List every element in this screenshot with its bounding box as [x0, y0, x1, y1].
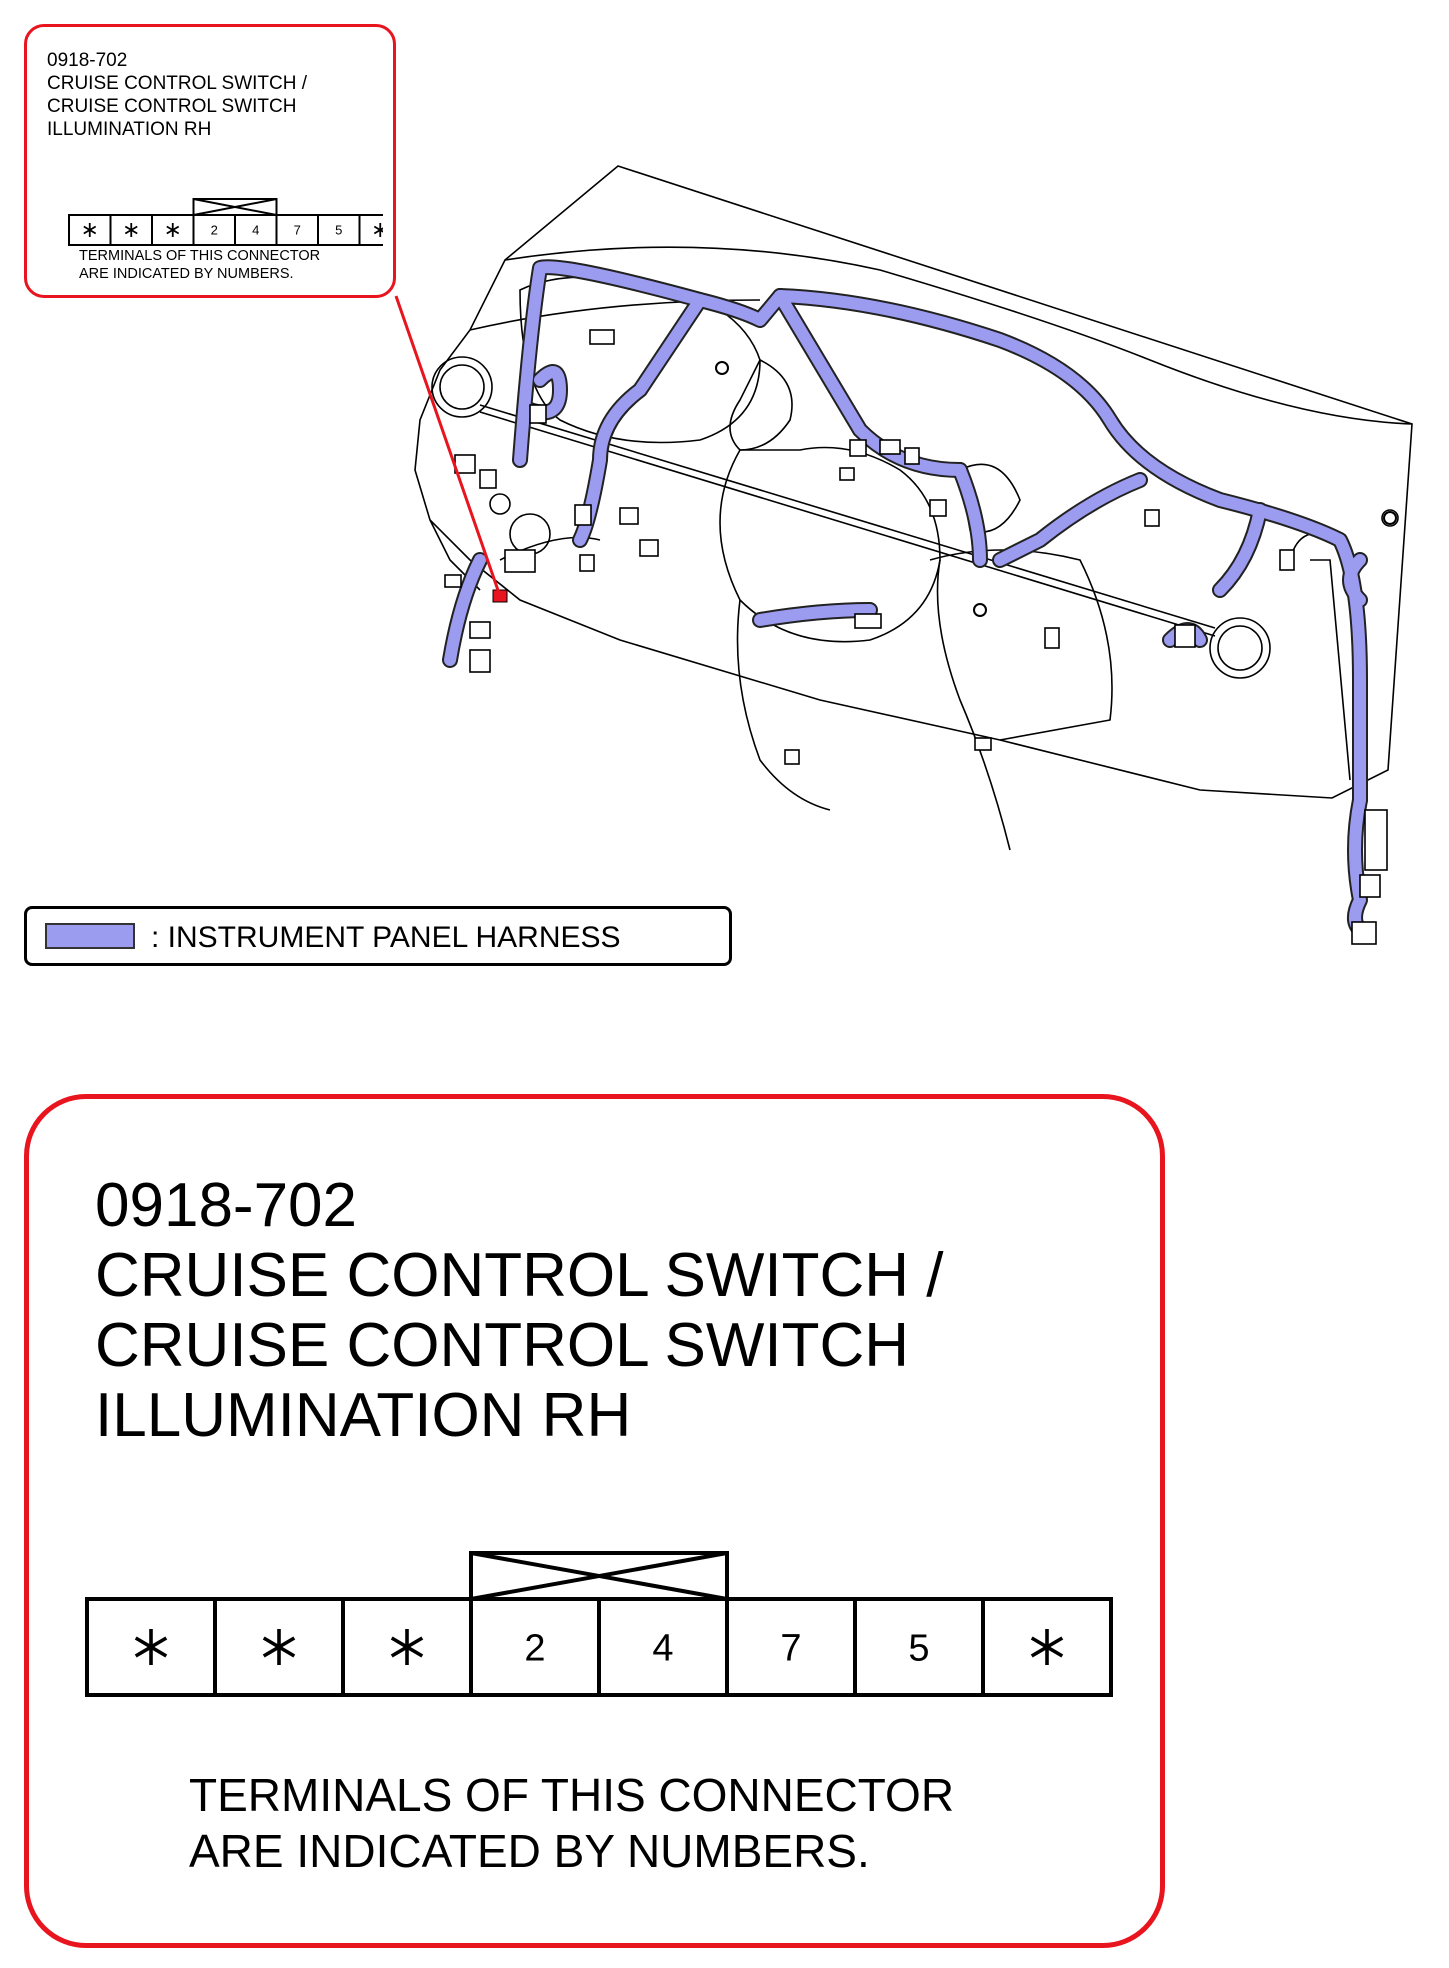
terminal-number: 4 [652, 1628, 673, 1670]
connector-note-large: TERMINALS OF THIS CONNECTOR ARE INDICATE… [189, 1769, 955, 1877]
terminal-cell [597, 1597, 729, 1697]
connector-key-cross [470, 1551, 728, 1601]
terminal-cell [469, 1597, 601, 1697]
terminal-number: 4 [252, 223, 259, 238]
harness-legend-label: : INSTRUMENT PANEL HARNESS [151, 921, 621, 954]
connector-code-large: 0918-702 [95, 1171, 358, 1240]
terminal-number: 2 [524, 1628, 545, 1670]
unused-terminal-mark [390, 1629, 424, 1665]
unused-terminal-mark [166, 223, 180, 237]
connector-code: 0918-702 [47, 50, 128, 71]
connector-face-large: 2 4 7 5 [85, 1551, 1113, 1697]
callout-leader-line [394, 295, 502, 597]
unused-terminal-mark [83, 223, 97, 237]
unused-terminal-mark [124, 223, 138, 237]
unused-terminal-mark [134, 1629, 168, 1665]
connector-callout-large: 0918-702 CRUISE CONTROL SWITCH / CRUISE … [24, 1094, 1165, 1948]
terminal-number: 5 [335, 223, 342, 238]
terminal-cell [358, 214, 383, 246]
unused-terminal-mark [1030, 1629, 1064, 1665]
connector-note: TERMINALS OF THIS CONNECTOR ARE INDICATE… [79, 248, 321, 282]
harness-legend: : INSTRUMENT PANEL HARNESS [24, 906, 732, 966]
terminal-cell [192, 214, 236, 246]
terminal-number: 2 [211, 223, 218, 238]
terminal-number: 7 [780, 1628, 801, 1670]
terminal-number: 5 [908, 1628, 929, 1670]
unused-terminal-mark [262, 1629, 296, 1665]
harness-legend-swatch [45, 923, 135, 949]
unused-terminal-mark [373, 223, 383, 237]
connector-key-cross [193, 198, 277, 216]
connector-title-large: CRUISE CONTROL SWITCH / CRUISE CONTROL S… [95, 1241, 944, 1450]
connector-face-small: 2 4 7 5 [68, 198, 383, 246]
connector-title: CRUISE CONTROL SWITCH / CRUISE CONTROL S… [47, 73, 308, 140]
connector-callout-small: 0918-702 CRUISE CONTROL SWITCH / CRUISE … [24, 24, 396, 298]
terminal-number: 7 [294, 223, 301, 238]
